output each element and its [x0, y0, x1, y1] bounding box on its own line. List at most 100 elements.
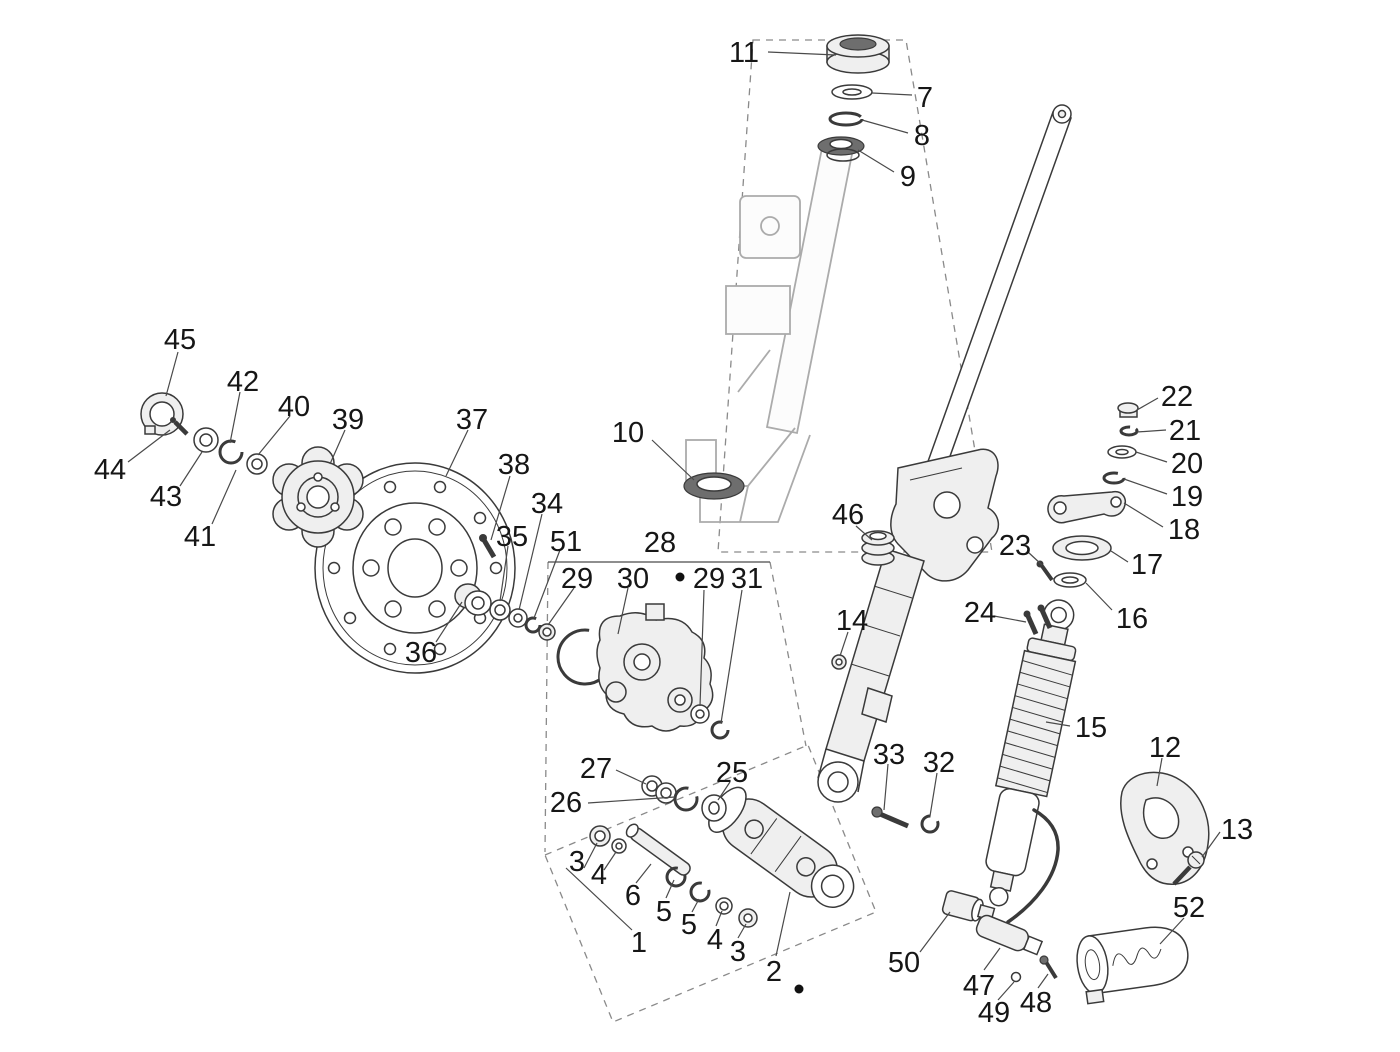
- part-sleeve-52: [1076, 926, 1189, 1005]
- part-fork-leg: [817, 548, 925, 803]
- callout-15: 15: [1075, 712, 1107, 744]
- callout-28: 28: [644, 527, 676, 559]
- part-steering-bearing-10: [683, 472, 745, 500]
- callout-40: 40: [278, 391, 310, 423]
- callout-19: 19: [1171, 481, 1203, 513]
- assembly-boundary-lower-link: [544, 561, 877, 1023]
- callout-32: 32: [923, 747, 955, 779]
- part-studs-24: [1023, 604, 1053, 636]
- callout-46: 46: [832, 499, 864, 531]
- part-ring-19: [1102, 471, 1126, 485]
- part-nut-29-a: [538, 623, 556, 641]
- part-ring-29-b: [690, 704, 710, 724]
- callout-34: 34: [531, 488, 563, 520]
- part-screw-13: [1172, 851, 1205, 886]
- part-washer-7: [831, 84, 873, 100]
- part-wheel-hub-39: [272, 446, 364, 548]
- part-screw-23: [1036, 560, 1054, 582]
- part-circlip-42: [218, 439, 244, 465]
- callout-48: 48: [1020, 987, 1052, 1019]
- callout-16: 16: [1116, 603, 1148, 635]
- callout-38: 38: [498, 449, 530, 481]
- part-ring-32: [920, 814, 940, 834]
- part-washer-25: [701, 794, 727, 822]
- part-washer-43: [193, 427, 219, 453]
- leader-lines: [127, 51, 1221, 1001]
- part-bush-3-a: [589, 825, 611, 847]
- callout-29-b: 29: [693, 563, 725, 595]
- callout-37: 37: [456, 404, 488, 436]
- callout-8: 8: [914, 120, 930, 152]
- part-fork-crown: [890, 448, 1000, 582]
- callout-36: 36: [405, 637, 437, 669]
- part-top-cap-11: [826, 34, 890, 74]
- part-guard-bracket-12: [1120, 771, 1210, 885]
- callout-26: 26: [550, 787, 582, 819]
- callout-42: 42: [227, 366, 259, 398]
- part-pin-44: [170, 417, 189, 436]
- callout-29-a: 29: [561, 563, 593, 595]
- callout-52: 52: [1173, 892, 1205, 924]
- callout-49: 49: [978, 997, 1010, 1029]
- part-bearing-9: [817, 136, 865, 162]
- callout-20: 20: [1171, 448, 1203, 480]
- part-stud-38: [479, 534, 497, 559]
- callout-50: 50: [888, 947, 920, 979]
- callout-39: 39: [332, 404, 364, 436]
- part-screw-22: [1117, 402, 1139, 418]
- callout-41: 41: [184, 521, 216, 553]
- part-screw-48: [1039, 955, 1058, 980]
- callout-12: 12: [1149, 732, 1181, 764]
- callout-18: 18: [1168, 514, 1200, 546]
- callout-2: 2: [766, 956, 782, 988]
- callout-3-a: 3: [569, 846, 585, 878]
- callout-4-b: 4: [707, 924, 723, 956]
- callout-31: 31: [731, 563, 763, 595]
- callout-10: 10: [612, 417, 644, 449]
- callout-11: 11: [729, 37, 759, 69]
- part-ring-26: [673, 786, 699, 812]
- callout-22: 22: [1161, 381, 1193, 413]
- part-lever-18: [1047, 490, 1126, 524]
- callout-7: 7: [917, 82, 933, 114]
- callout-14: 14: [836, 605, 868, 637]
- part-shock-absorber-15: [985, 599, 1077, 907]
- callout-5-b: 5: [681, 909, 697, 941]
- part-washer-34: [508, 608, 528, 628]
- callout-51: 51: [550, 526, 582, 558]
- part-lower-link-2: [708, 786, 855, 908]
- part-sensor-47: [975, 808, 1060, 956]
- part-washer-20: [1107, 445, 1137, 459]
- frame-steering-column: [685, 139, 855, 523]
- part-hub-cap-45: [140, 392, 184, 436]
- part-pivot-pin-6: [625, 823, 691, 876]
- callout-17: 17: [1131, 549, 1163, 581]
- part-ring-51: [524, 616, 542, 634]
- part-nut-14: [831, 654, 847, 670]
- part-ring-21: [1119, 425, 1139, 437]
- callout-30: 30: [617, 563, 649, 595]
- part-ring-5-b: [689, 881, 711, 903]
- callout-4-a: 4: [591, 859, 607, 891]
- callout-23: 23: [999, 530, 1031, 562]
- callout-47: 47: [963, 970, 995, 1002]
- callout-5-a: 5: [656, 896, 672, 928]
- part-circlip-31: [710, 720, 730, 740]
- part-washer-4-a: [611, 838, 627, 854]
- callout-3-b: 3: [730, 936, 746, 968]
- script-marking: [1112, 947, 1162, 966]
- callout-33: 33: [873, 739, 905, 771]
- callout-43: 43: [150, 481, 182, 513]
- callout-27: 27: [580, 753, 612, 785]
- part-washer-16: [1053, 572, 1087, 588]
- callout-6: 6: [625, 880, 641, 912]
- part-bush-46: [861, 530, 895, 566]
- part-washer-4-b: [715, 897, 733, 915]
- callout-44: 44: [94, 454, 126, 486]
- reference-dots: [675, 572, 804, 994]
- callout-25: 25: [716, 757, 748, 789]
- callout-9: 9: [900, 161, 916, 193]
- callout-labels: 11 7 8 9 10 45 42 40 39 37 44 43 41 38 3…: [94, 37, 1253, 1029]
